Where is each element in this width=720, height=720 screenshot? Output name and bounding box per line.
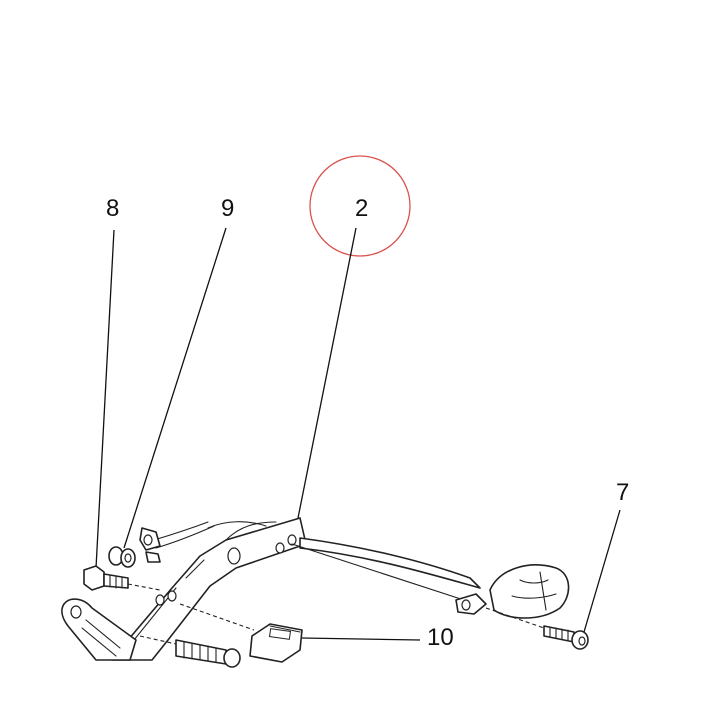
frame-bracket <box>111 517 307 661</box>
callout-7[interactable]: 7 <box>616 479 629 506</box>
leader-line-7 <box>583 509 621 633</box>
callout-2[interactable]: 2 <box>355 195 368 222</box>
footpeg <box>455 564 570 619</box>
washer <box>108 546 136 568</box>
bracket-hole <box>167 590 177 602</box>
bracket-hole <box>287 534 297 546</box>
bracket-hole <box>275 542 285 554</box>
leader-line-2 <box>297 227 357 519</box>
bolt-8 <box>83 565 161 591</box>
leader-line-10 <box>301 637 421 641</box>
leader-line-8 <box>95 229 115 569</box>
leader-line-9 <box>123 227 227 549</box>
bracket-hole <box>155 594 165 606</box>
lower-bolt <box>139 635 241 668</box>
rubber-pad-10 <box>179 603 303 663</box>
callout-8[interactable]: 8 <box>106 195 119 222</box>
screw-7 <box>485 607 589 650</box>
connecting-rod <box>291 537 481 603</box>
callout-10[interactable]: 10 <box>427 624 454 651</box>
callout-9[interactable]: 9 <box>221 195 234 222</box>
cable-connectors <box>139 521 215 563</box>
bracket-hole <box>227 547 241 565</box>
highlight-circle <box>309 155 411 257</box>
mounting-plate <box>61 598 137 661</box>
